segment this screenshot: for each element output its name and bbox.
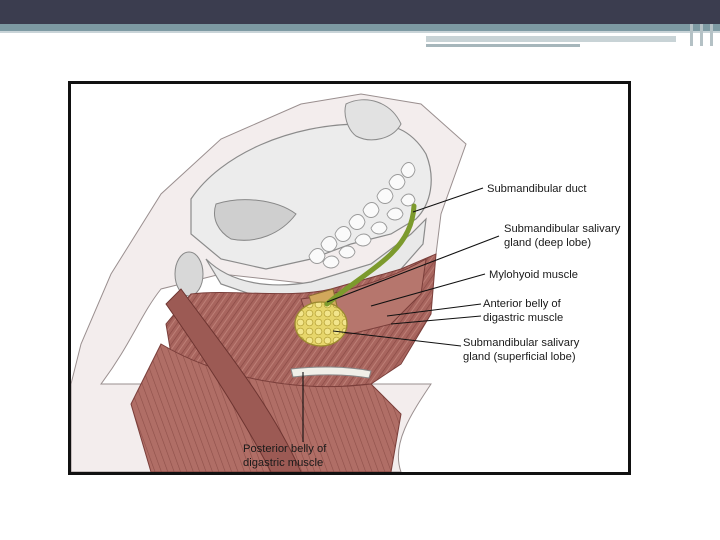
submandibular-duct <box>324 203 417 307</box>
slide-header-bar <box>0 0 720 24</box>
label-mylohyoid-muscle: Mylohyoid muscle <box>489 269 578 283</box>
slide-decoration-stripe <box>700 24 703 46</box>
anatomy-illustration <box>71 93 500 472</box>
zygomatic-arch <box>214 199 297 241</box>
label-posterior-digastric-line2: digastric muscle <box>243 456 324 469</box>
orbit <box>344 99 402 141</box>
slide-decoration-bar <box>426 36 676 42</box>
label-gland-superficial-lobe-line2: gland (superficial lobe) <box>463 350 576 363</box>
gland-superficial-lobe <box>294 301 348 347</box>
label-mylohyoid-muscle-line1: Mylohyoid muscle <box>489 269 578 281</box>
slide-header-rule <box>0 31 720 33</box>
label-anterior-digastric-line1: Anterior belly of <box>483 298 561 310</box>
label-anterior-digastric: Anterior belly of digastric muscle <box>483 298 563 325</box>
label-gland-superficial-lobe: Submandibular salivary gland (superficia… <box>463 337 579 364</box>
leader-lines <box>302 187 500 442</box>
label-submandibular-duct-line1: Submandibular duct <box>487 183 587 195</box>
hyoid-bone <box>290 366 372 379</box>
anatomy-figure: Submandibular duct Submandibular salivar… <box>68 81 631 475</box>
slide-header-accent <box>0 24 720 31</box>
sternocleidomastoid <box>165 288 302 472</box>
teeth <box>308 162 416 269</box>
label-gland-superficial-lobe-line1: Submandibular salivary <box>463 337 580 349</box>
slide-decoration-stripe <box>690 24 693 46</box>
label-posterior-digastric-line1: Posterior belly of <box>243 443 327 455</box>
slide-decoration-stripe <box>710 24 713 46</box>
slide-decoration-bar <box>426 44 580 47</box>
label-gland-deep-lobe-line2: gland (deep lobe) <box>504 236 592 249</box>
label-gland-deep-lobe: Submandibular salivary gland (deep lobe) <box>504 223 620 250</box>
label-anterior-digastric-line2: digastric muscle <box>483 311 564 324</box>
label-gland-deep-lobe-line1: Submandibular salivary <box>504 223 621 235</box>
ear-region <box>174 251 204 297</box>
label-posterior-digastric: Posterior belly of digastric muscle <box>243 443 326 470</box>
label-submandibular-duct: Submandibular duct <box>487 183 587 197</box>
